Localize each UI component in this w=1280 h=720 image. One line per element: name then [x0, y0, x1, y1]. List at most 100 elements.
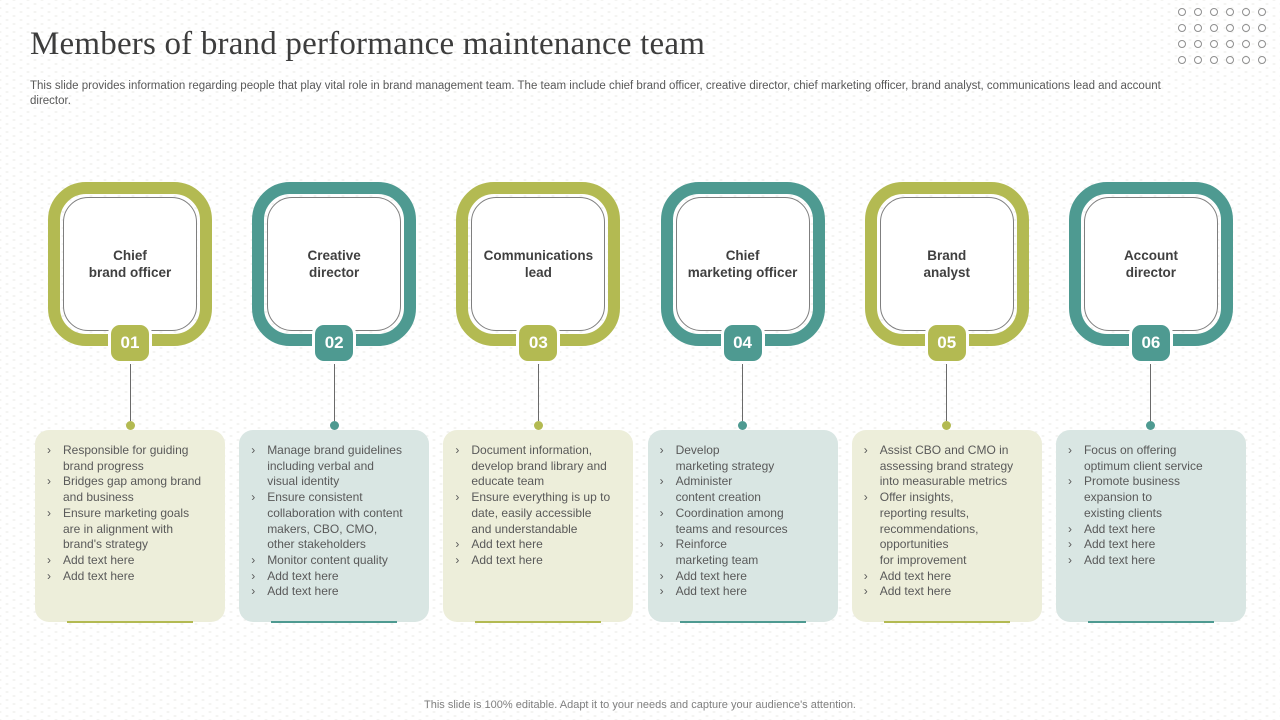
- member-number-badge: 05: [924, 322, 969, 364]
- dot-icon: [1210, 8, 1218, 16]
- member-card: Chief marketing officer 04: [660, 182, 825, 364]
- dot-icon: [1178, 56, 1186, 64]
- bullet-marker: ›: [455, 490, 460, 505]
- page-title: Members of brand performance maintenance…: [30, 26, 706, 62]
- bullet-item: ›Add text here: [251, 569, 421, 585]
- slide-subtitle: This slide provides information regardin…: [30, 80, 1161, 107]
- member-number-badge: 02: [312, 322, 357, 364]
- bullet-list: › Document information, develop brand lib…: [455, 443, 625, 569]
- member-card-inner: Chief marketing officer: [675, 197, 810, 331]
- bullet-item: ›Promote business expansion to existing …: [1068, 474, 1238, 521]
- member-role-title: Account director: [1123, 248, 1178, 280]
- member-number-badge: 04: [720, 322, 765, 364]
- member-card-inner: Account director: [1083, 197, 1218, 331]
- connector: [738, 364, 748, 430]
- dot-icon: [1178, 24, 1186, 32]
- connector-dot: [329, 421, 339, 430]
- member-card: Communications lead 03: [456, 182, 621, 364]
- member-card-inner: Brand analyst: [879, 197, 1014, 331]
- bullet-text: Ensure consistent collaboration with con…: [267, 490, 403, 552]
- bullet-marker: ›: [47, 443, 51, 457]
- team-member-column-03: Communications lead 03 › Document informa…: [443, 182, 634, 623]
- info-box-underline: [475, 621, 602, 623]
- bullet-item: ›Responsible for guiding brand progress: [47, 443, 217, 474]
- bullet-text: Add text here: [267, 568, 339, 583]
- connector: [329, 364, 339, 430]
- bullet-text: Ensure everything is up to date, easily …: [471, 490, 611, 536]
- bullet-text: Add text here: [63, 552, 135, 567]
- member-role-title: Chief brand officer: [88, 248, 172, 280]
- connector-line: [129, 364, 131, 421]
- bullet-marker: ›: [863, 584, 868, 599]
- dot-icon: [1258, 24, 1266, 32]
- bullet-marker: ›: [1067, 537, 1072, 552]
- dot-icon: [1258, 40, 1266, 48]
- bullet-marker: ›: [47, 474, 51, 489]
- connector-dot: [942, 421, 952, 430]
- bullet-text: Document information, develop brand libr…: [471, 443, 607, 489]
- info-box-underline: [1087, 621, 1214, 623]
- bullet-text: Add text here: [63, 568, 135, 583]
- member-card-ring: Chief brand officer: [48, 182, 212, 346]
- bullet-list: › Assist CBO and CMO in assessing brand s…: [864, 443, 1034, 600]
- bullet-text: Add text here: [879, 568, 952, 583]
- bullet-marker: ›: [863, 443, 868, 457]
- bullet-item: ›Add text here: [455, 537, 625, 553]
- bullet-item: › Ensure everything is up to date, easily…: [455, 490, 625, 537]
- member-number-badge: 06: [1128, 322, 1173, 364]
- bullet-text: Add text here: [879, 584, 952, 599]
- bullet-text: Administer content creation: [675, 474, 761, 505]
- bullet-text: Reinforce marketing team: [675, 537, 759, 567]
- member-info-box: › Document information, develop brand lib…: [443, 430, 634, 623]
- bullet-item: ›Focus on offering optimum client servic…: [1068, 443, 1238, 474]
- dot-icon: [1194, 24, 1202, 32]
- bullet-item: ›Monitor content quality: [251, 553, 421, 569]
- bullet-item: › Assist CBO and CMO in assessing brand s…: [864, 443, 1034, 490]
- connector: [1146, 364, 1156, 430]
- connector-line: [1150, 364, 1152, 421]
- bullet-text: Add text here: [675, 584, 747, 599]
- bullet-text: Manage brand guidelines including verbal…: [267, 443, 402, 489]
- bullet-item: ›Add text here: [47, 569, 217, 585]
- info-box-underline: [67, 621, 193, 623]
- bullet-marker: ›: [455, 443, 460, 457]
- bullet-marker: ›: [863, 568, 868, 583]
- dot-icon: [1226, 8, 1234, 16]
- bullet-text: Add text here: [267, 584, 339, 599]
- dot-icon: [1242, 8, 1250, 16]
- bullet-marker: ›: [1067, 443, 1072, 457]
- bullet-item: ›Add text here: [660, 584, 830, 600]
- bullet-marker: ›: [455, 552, 460, 567]
- member-info-box: ›Manage brand guidelines including verba…: [239, 430, 430, 623]
- bullet-item: › Administer content creation: [660, 474, 830, 505]
- bullet-text: Assist CBO and CMO in assessing brand st…: [879, 443, 1014, 489]
- team-member-column-01: Chief brand officer 01 ›Responsible for …: [35, 182, 225, 623]
- dots-decoration: [1178, 8, 1266, 64]
- member-info-box: › Assist CBO and CMO in assessing brand s…: [851, 430, 1042, 623]
- member-card: Creative director 02: [252, 182, 417, 364]
- bullet-item: ›Add text here: [47, 553, 217, 569]
- info-box-underline: [679, 621, 806, 623]
- bullet-item: ›Bridges gap among brand and business: [47, 474, 217, 505]
- bullet-item: ›Add text here: [455, 553, 625, 569]
- dot-icon: [1258, 8, 1266, 16]
- bullet-text: Add text here: [675, 568, 747, 583]
- bullet-item: ›Develop marketing strategy: [660, 443, 830, 474]
- connector-dot: [738, 421, 748, 430]
- bullet-text: Add text here: [471, 537, 543, 552]
- bullet-marker: ›: [659, 474, 664, 489]
- bullet-item: › Add text here: [864, 569, 1034, 585]
- bullet-marker: ›: [1067, 521, 1072, 536]
- bullet-list: ›Manage brand guidelines including verba…: [251, 443, 421, 600]
- member-card-inner: Creative director: [267, 197, 402, 331]
- member-card: Brand analyst 05: [864, 182, 1029, 364]
- member-card-ring: Creative director: [252, 182, 417, 346]
- connector-line: [742, 364, 744, 421]
- connector: [533, 364, 543, 430]
- bullet-text: Monitor content quality: [267, 552, 388, 567]
- member-info-box: ›Develop marketing strategy› Administer c…: [647, 430, 838, 623]
- dot-icon: [1210, 56, 1218, 64]
- bullet-text: Add text here: [1083, 552, 1156, 567]
- bullet-item: ›Manage brand guidelines including verba…: [251, 443, 421, 490]
- bullet-marker: ›: [863, 490, 868, 505]
